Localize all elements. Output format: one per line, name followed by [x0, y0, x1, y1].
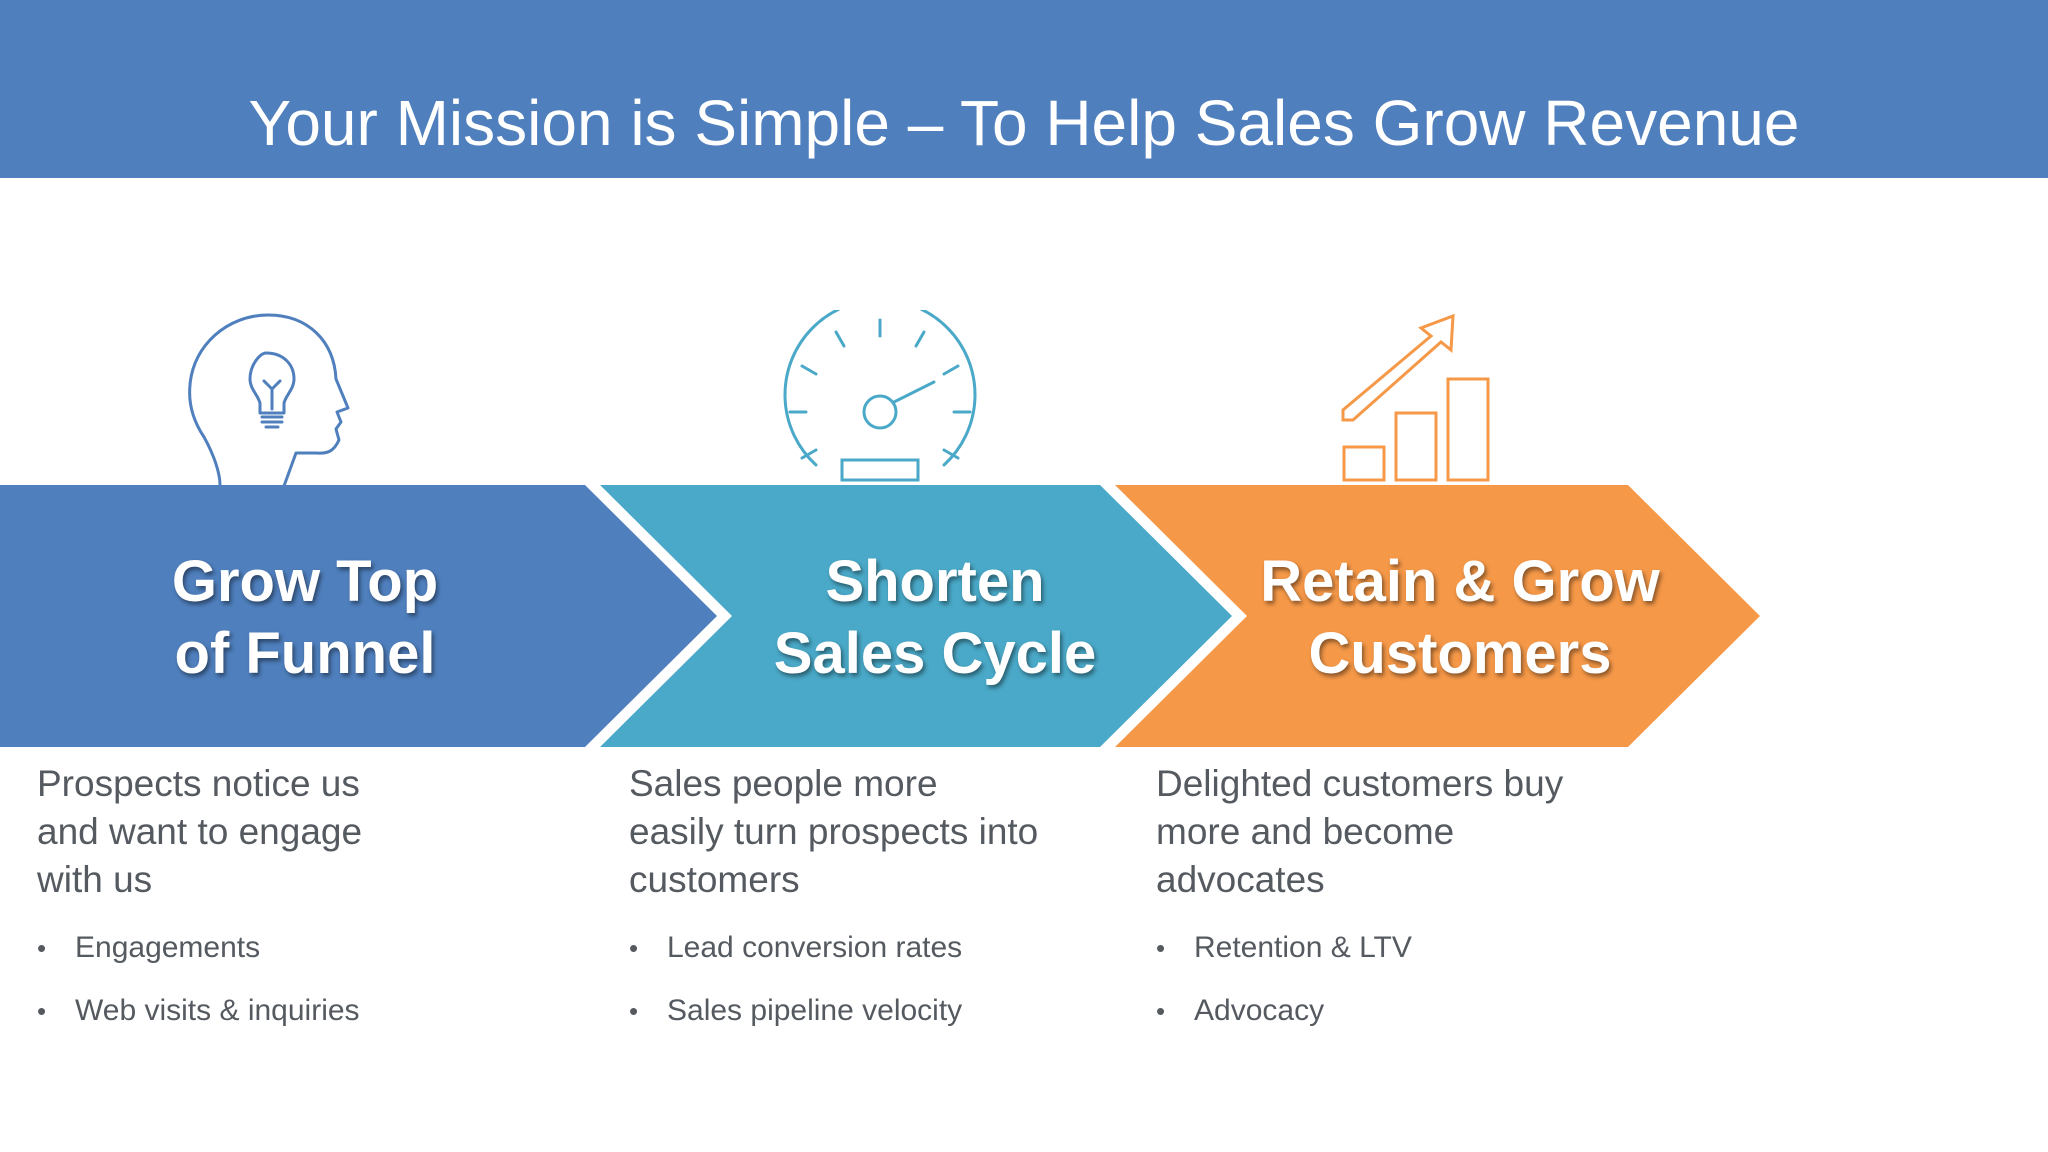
list-item: • Retention & LTV	[1156, 928, 1716, 991]
stage-2-title-line2: Sales Cycle	[773, 621, 1097, 686]
stage-1-chevron	[0, 485, 717, 747]
bullet-icon: •	[629, 996, 639, 1026]
stage-3-title-line1: Retain & Grow	[1260, 549, 1660, 614]
stage-2-title: Shorten Sales Cycle	[720, 546, 1150, 690]
stage-3-chevron	[1115, 485, 1760, 747]
description-line: Delighted customers buy	[1156, 763, 1564, 804]
stage-1-bullets: • Engagements • Web visits & inquiries	[37, 928, 597, 1054]
description-line: Prospects notice us	[37, 763, 360, 804]
stage-1-title-line1: Grow Top	[171, 549, 439, 614]
description-line: and want to engage	[37, 811, 363, 852]
stage-3-bullets: • Retention & LTV • Advocacy	[1156, 928, 1716, 1054]
stage-2-chevron	[600, 485, 1232, 747]
header-band	[0, 0, 2048, 178]
description-line: with us	[37, 859, 153, 900]
description-line: Sales people more	[629, 763, 938, 804]
bullet-icon: •	[1156, 996, 1166, 1026]
bullet-icon: •	[1156, 933, 1166, 963]
description-line: advocates	[1156, 859, 1325, 900]
list-item: • Sales pipeline velocity	[629, 991, 1169, 1054]
bullet-icon: •	[37, 996, 47, 1026]
head-lightbulb-icon	[188, 313, 350, 487]
bullet-icon: •	[629, 933, 639, 963]
bullet-text: Lead conversion rates	[667, 931, 963, 964]
list-item: • Lead conversion rates	[629, 928, 1169, 991]
stage-3-title: Retain & Grow Customers	[1230, 546, 1690, 690]
stage-1-title: Grow Top of Funnel	[40, 546, 570, 690]
bullet-text: Engagements	[75, 931, 261, 964]
description-line: more and become	[1156, 811, 1455, 852]
stage-3-title-line2: Customers	[1308, 621, 1612, 686]
bullet-text: Retention & LTV	[1194, 931, 1412, 964]
stage-3-description: Delighted customers buy more and become …	[1156, 760, 1716, 904]
page-title: Your Mission is Simple – To Help Sales G…	[248, 87, 1800, 159]
list-item: • Engagements	[37, 928, 597, 991]
description-line: customers	[629, 859, 800, 900]
list-item: • Web visits & inquiries	[37, 991, 597, 1054]
stage-2-title-line1: Shorten	[825, 549, 1045, 614]
stage-1-title-line2: of Funnel	[174, 621, 436, 686]
stage-1-description: Prospects notice us and want to engage w…	[37, 760, 597, 904]
stage-2-bullets: • Lead conversion rates • Sales pipeline v…	[629, 928, 1169, 1054]
list-item: • Advocacy	[1156, 991, 1716, 1054]
growth-chart-icon	[1341, 313, 1490, 482]
speedometer-icon	[783, 310, 977, 482]
bullet-text: Sales pipeline velocity	[667, 994, 963, 1027]
bullet-text: Web visits & inquiries	[75, 994, 360, 1027]
description-line: easily turn prospects into	[629, 811, 1039, 852]
bullet-text: Advocacy	[1194, 994, 1325, 1027]
stage-2-description: Sales people more easily turn prospects …	[629, 760, 1169, 904]
bullet-icon: •	[37, 933, 47, 963]
